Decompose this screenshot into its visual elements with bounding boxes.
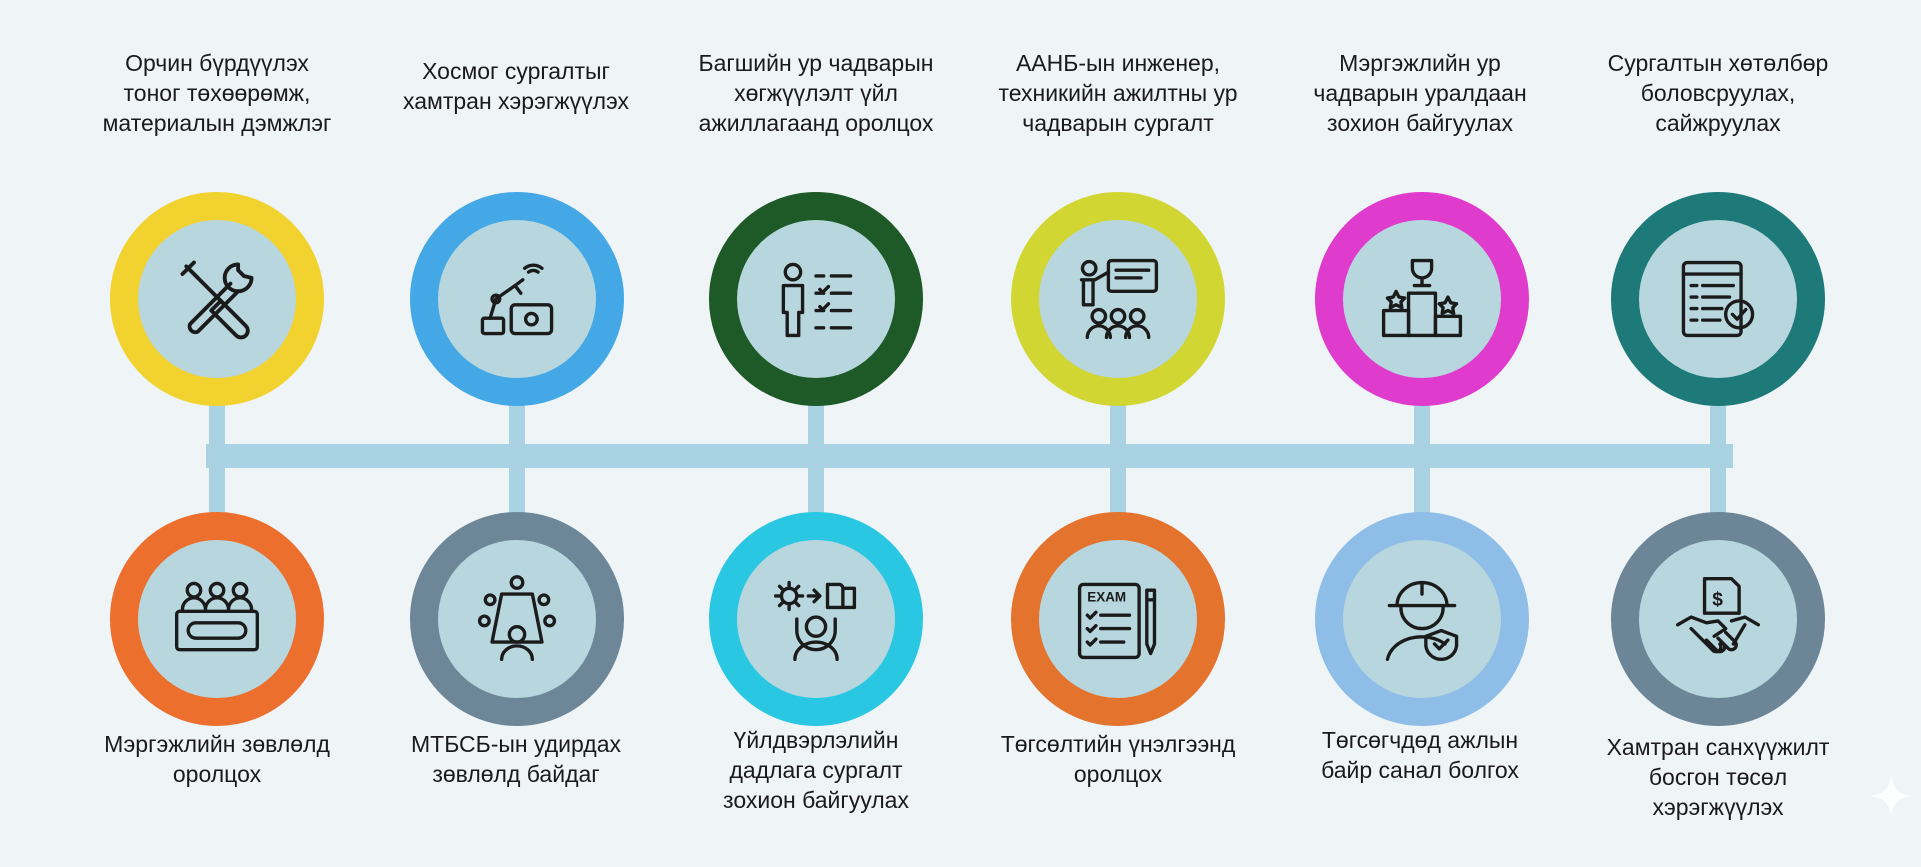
label-line: зохион байгуулах — [1327, 110, 1513, 136]
node-tools — [110, 192, 324, 406]
label-line: Үйлдвэрлэлийн — [733, 727, 899, 753]
connector-bottom-5 — [1414, 460, 1430, 516]
label-line: материалын дэмжлэг — [102, 110, 332, 136]
exam-icon: EXAM — [1077, 582, 1157, 660]
robot-arm-icon — [480, 263, 554, 336]
worker-shield-icon — [1385, 580, 1459, 662]
bottom-label-jobs: Төгсөгчдөд ажлын байр санал болгох — [1270, 725, 1570, 785]
node-competition — [1315, 192, 1529, 406]
label-line: Сургалтын хөтөлбөр — [1607, 50, 1829, 76]
label-line: зохион байгуулах — [723, 787, 909, 813]
node-training — [1011, 192, 1225, 406]
bottom-label-funding: Хамтран санхүүжилт босгон төсөл хэрэгжүү… — [1568, 732, 1868, 822]
node-board — [410, 512, 624, 726]
label-line: Багшийн ур чадварын — [698, 50, 934, 76]
label-line: чадварын сургалт — [1022, 110, 1214, 136]
label-line: Төгсөлтийн үнэлгээнд — [1000, 731, 1236, 757]
label-line: тоног төхөөрөмж, — [123, 80, 311, 106]
bottom-label-internship: Үйлдвэрлэлийн дадлага сургалт зохион бай… — [666, 725, 966, 815]
bottom-label-board: МТБСБ-ын удирдах зөвлөлд байдаг — [366, 729, 666, 789]
learner-gear-icon — [774, 580, 857, 661]
connector-bottom-3 — [808, 460, 824, 516]
connector-bottom-6 — [1710, 460, 1726, 516]
connector-bottom-2 — [509, 460, 525, 516]
label-line: МТБСБ-ын удирдах — [410, 731, 621, 757]
presentation-icon — [1079, 258, 1159, 340]
node-robot — [410, 192, 624, 406]
document-check-icon — [1681, 260, 1755, 338]
label-line: чадварын уралдаан — [1313, 80, 1527, 106]
handshake-money-icon: $ — [1676, 577, 1760, 654]
top-label-training: ААНБ-ын инженер, техникийн ажилтны ур ча… — [968, 48, 1268, 138]
label-line: боловсруулах, — [1640, 80, 1796, 106]
node-curriculum — [1611, 192, 1825, 406]
label-line: Орчин бүрдүүлэх — [125, 50, 309, 76]
label-line: Мэргэжлийн ур — [1339, 50, 1501, 76]
label-line: Төгсөгчдөд ажлын — [1321, 727, 1519, 753]
bottom-label-council: Мэргэжлийн зөвлөлд оролцох — [67, 729, 367, 789]
bottom-label-exam: Төгсөлтийн үнэлгээнд оролцох — [968, 729, 1268, 789]
label-line: Хосмог сургалтыг — [422, 58, 610, 84]
label-line: зөвлөлд байдаг — [432, 761, 600, 787]
label-line: оролцох — [1073, 761, 1163, 787]
label-line: хэрэгжүүлэх — [1652, 794, 1784, 820]
meeting-icon — [477, 575, 557, 661]
label-line: хөгжүүлэлт үйл — [734, 80, 898, 106]
top-label-competition: Мэргэжлийн ур чадварын уралдаан зохион б… — [1270, 48, 1570, 138]
checklist-person-icon — [781, 262, 853, 338]
top-label-curriculum: Сургалтын хөтөлбөр боловсруулах, сайжруу… — [1568, 48, 1868, 138]
label-line: сайжруулах — [1655, 110, 1781, 136]
label-line: ажиллагаанд оролцох — [698, 110, 934, 136]
svg-text:EXAM: EXAM — [1087, 590, 1126, 605]
panel-icon — [175, 581, 259, 652]
tools-icon — [180, 260, 254, 340]
node-internship — [709, 512, 923, 726]
sparkle-icon — [1870, 775, 1912, 817]
label-line: босгон төсөл — [1648, 764, 1788, 790]
label-line: Хамтран санхүүжилт — [1606, 734, 1830, 760]
connector-bottom-1 — [209, 460, 225, 516]
node-teacher — [709, 192, 923, 406]
top-label-teacher: Багшийн ур чадварын хөгжүүлэлт үйл ажилл… — [666, 48, 966, 138]
node-exam: EXAM — [1011, 512, 1225, 726]
horizontal-connector — [206, 444, 1733, 468]
node-funding: $ — [1611, 512, 1825, 726]
top-label-robot: Хосмог сургалтыг хамтран хэрэгжүүлэх — [366, 56, 666, 116]
label-line: байр санал болгох — [1321, 757, 1519, 783]
label-line: дадлага сургалт — [729, 757, 903, 783]
label-line: хамтран хэрэгжүүлэх — [403, 88, 629, 114]
node-council — [110, 512, 324, 726]
node-jobs — [1315, 512, 1529, 726]
podium-icon — [1381, 258, 1463, 338]
label-line: техникийн ажилтны ур — [998, 80, 1238, 106]
label-line: Мэргэжлийн зөвлөлд — [104, 731, 330, 757]
label-line: оролцох — [172, 761, 262, 787]
top-label-tools: Орчин бүрдүүлэх тоног төхөөрөмж, материа… — [67, 48, 367, 138]
label-line: ААНБ-ын инженер, — [1015, 50, 1221, 76]
svg-text:$: $ — [1712, 590, 1723, 611]
